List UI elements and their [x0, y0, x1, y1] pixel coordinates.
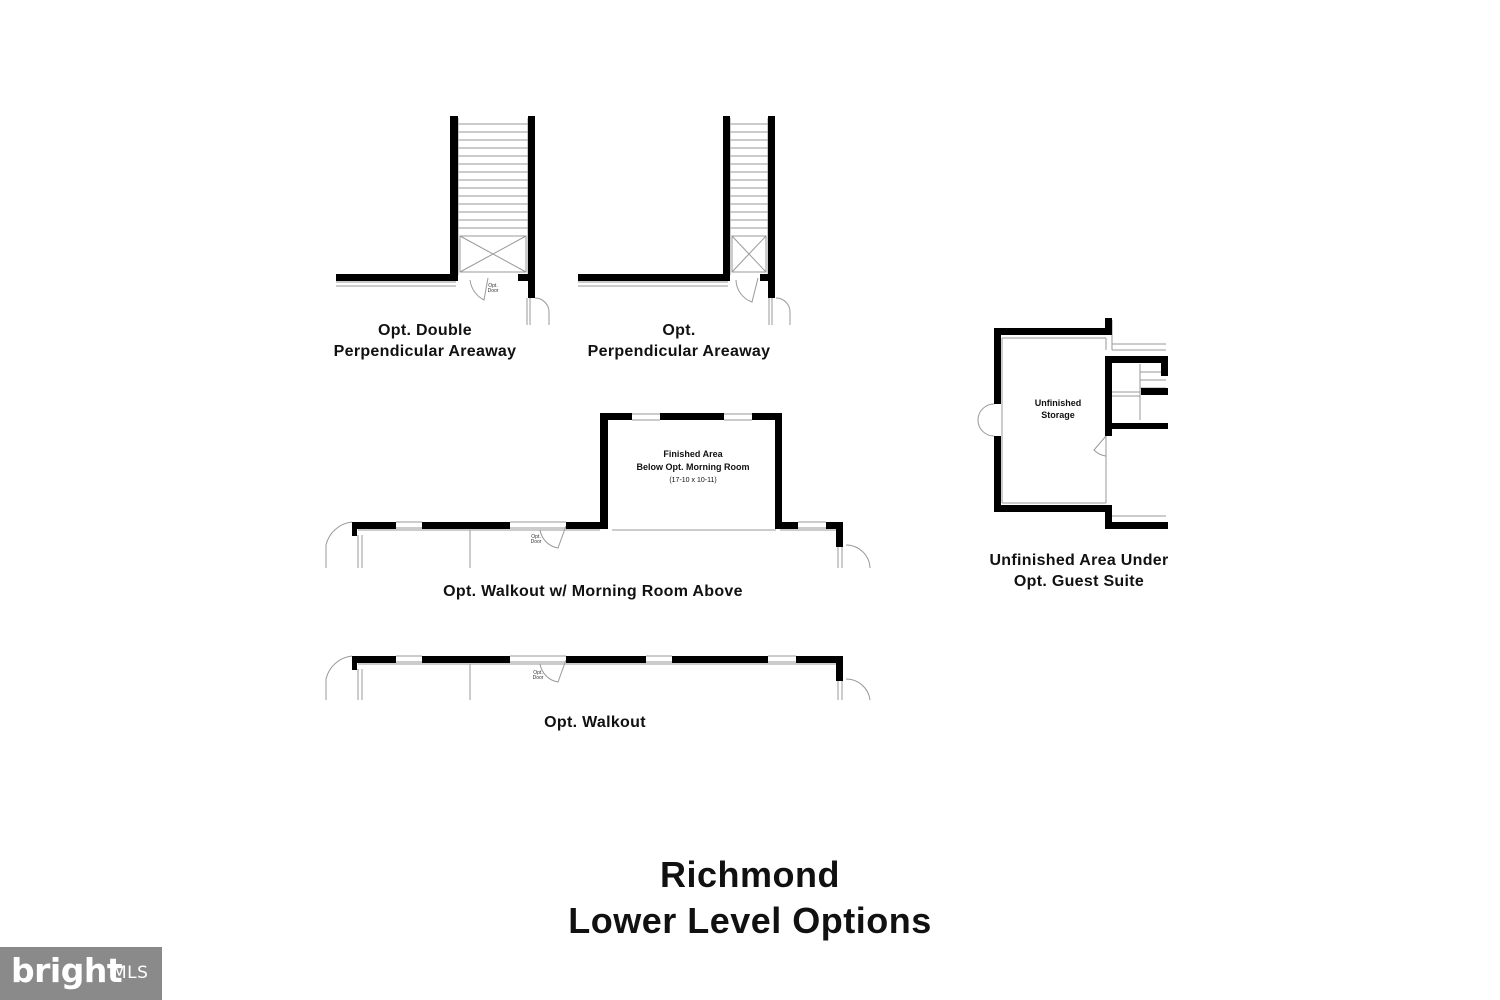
plan-title: Richmond [660, 854, 840, 895]
finished-area-dimensions: (17-10 x 10-11) [669, 477, 716, 484]
caption-line: Perpendicular Areaway [587, 343, 771, 360]
storage-label: Unfinished [1035, 398, 1082, 408]
storage-label: Storage [1041, 410, 1075, 420]
caption-line: Opt. Walkout [544, 714, 646, 731]
guest-suite-plan: Unfinished Storage [977, 318, 1168, 529]
caption-line: Opt. [662, 322, 696, 339]
caption-walkout-morning: Opt. Walkout w/ Morning Room Above [393, 581, 793, 602]
caption-line: Opt. Guest Suite [1013, 573, 1145, 590]
double-areaway-plan: Opt. Door [336, 116, 550, 325]
caption-line: Opt. Walkout w/ Morning Room Above [443, 583, 743, 600]
caption-guest-suite: Unfinished Area Under Opt. Guest Suite [954, 550, 1204, 592]
plan-subtitle: Lower Level Options [568, 900, 932, 941]
caption-line: Perpendicular Areaway [333, 343, 517, 360]
caption-perp-areaway: Opt. Perpendicular Areaway [554, 320, 804, 362]
caption-walkout: Opt. Walkout [445, 712, 745, 733]
finished-area-label: Below Opt. Morning Room [637, 462, 750, 472]
walkout-morning-plan: Opt. Door Finished Area Below Opt. Morni… [325, 413, 871, 569]
caption-line: Unfinished Area Under [989, 552, 1169, 569]
opt-door-label: Opt. [531, 534, 540, 540]
walkout-plan: Opt. Door [325, 655, 871, 701]
caption-double-areaway: Opt. Double Perpendicular Areaway [300, 320, 550, 362]
opt-door-label: Door [531, 539, 542, 545]
finished-area-label: Finished Area [663, 449, 723, 459]
opt-door-label: Opt. [533, 670, 542, 676]
logo-suffix: MLS [112, 963, 149, 983]
opt-door-label: Door [533, 675, 544, 681]
caption-line: Opt. Double [378, 322, 472, 339]
perp-areaway-plan [578, 116, 791, 325]
logo-wordmark: bright [11, 951, 123, 990]
opt-door-label: Door [488, 288, 499, 294]
opt-door-label: Opt. [488, 283, 497, 289]
bright-mls-logo: bright MLS [0, 947, 162, 1000]
